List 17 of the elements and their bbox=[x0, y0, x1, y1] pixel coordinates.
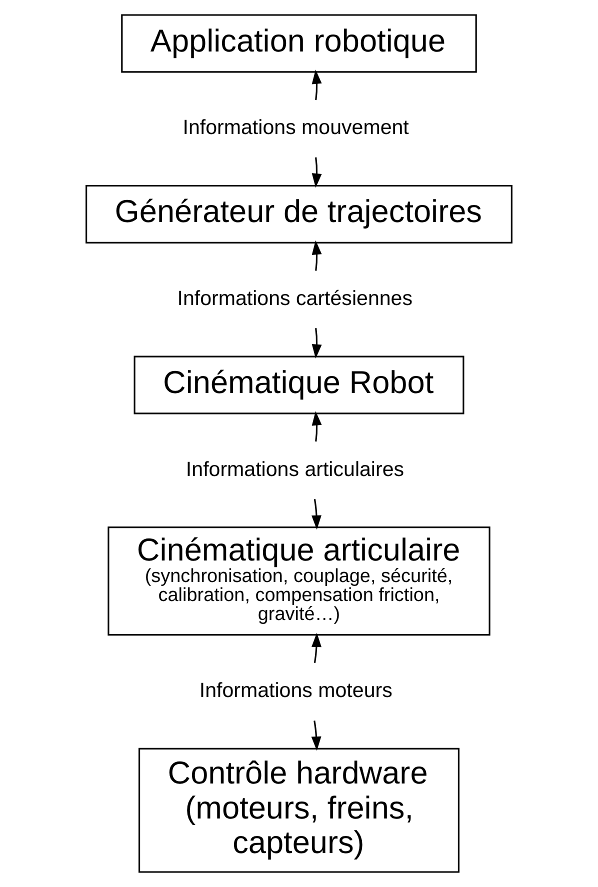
node-text: Informations mouvement bbox=[182, 116, 409, 140]
arrow bbox=[312, 632, 322, 664]
arrow bbox=[312, 240, 322, 271]
node-box: Application robotique bbox=[121, 14, 477, 73]
arrow bbox=[312, 411, 322, 442]
node-text: Informations cartésiennes bbox=[177, 286, 413, 310]
node-box: Cinématique Robot bbox=[134, 356, 464, 414]
node-text: Informations moteurs bbox=[199, 679, 392, 702]
arrow bbox=[312, 498, 322, 530]
arrow bbox=[312, 70, 322, 100]
node-box: Cinématique articulaire (synchronisation, couplage, sécurité, calibration, compensation friction, gravité…) bbox=[108, 526, 490, 636]
node-text: Informations articulaires bbox=[186, 458, 404, 481]
node-box: Générateur de trajectoires bbox=[86, 184, 512, 244]
arrow bbox=[312, 328, 322, 359]
arrow bbox=[312, 157, 322, 188]
node-box: Contrôle hardware (moteurs, freins, capteurs) bbox=[138, 748, 460, 873]
arrow bbox=[311, 720, 322, 751]
